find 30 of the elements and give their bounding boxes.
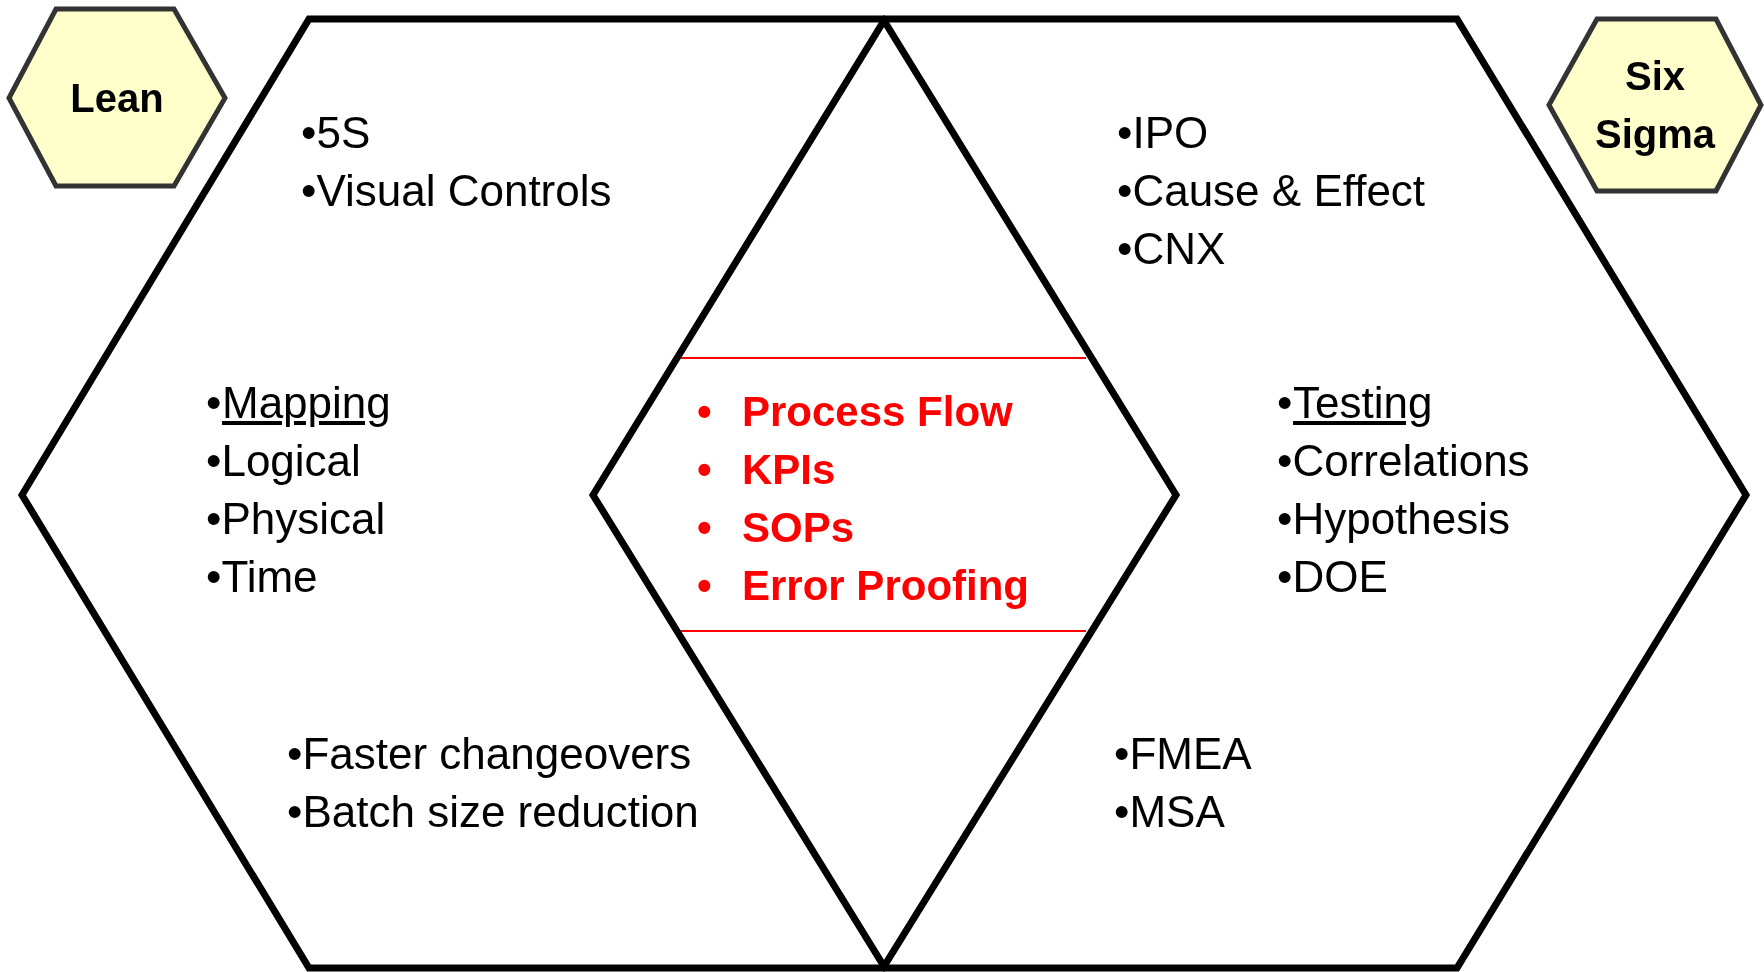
bullet-item: •Physical: [206, 493, 386, 545]
bullet-item: •: [1277, 377, 1293, 429]
bullet-item: •CNX: [1117, 223, 1226, 275]
bullet-item: •IPO: [1117, 107, 1209, 159]
bullet-item: •Batch size reduction: [287, 786, 699, 838]
bullet-item: •: [697, 445, 712, 495]
bullet-item: •Cause & Effect: [1117, 165, 1426, 217]
bullet-item: Error Proofing: [742, 561, 1029, 611]
bullet-item: •5S: [301, 107, 371, 159]
bullet-item: SOPs: [742, 503, 855, 553]
bullet-item: •Correlations: [1277, 435, 1530, 487]
bullet-item: •: [697, 503, 712, 553]
bullet-item: •Faster changeovers: [287, 728, 692, 780]
hexagon-label: Lean: [69, 75, 165, 122]
bullet-item: Mapping: [222, 377, 391, 429]
bullet-item: •: [206, 377, 222, 429]
hexagon-label: Six Sigma: [1595, 53, 1715, 158]
bullet-item: KPIs: [742, 445, 836, 495]
bullet-item: •: [697, 561, 712, 611]
bullet-item: •Time: [206, 551, 318, 603]
bullet-item: •: [697, 387, 712, 437]
bullet-item: •MSA: [1114, 786, 1225, 838]
bullet-item: Testing: [1293, 377, 1433, 429]
overlap-band: [681, 357, 1086, 632]
bullet-item: •Visual Controls: [301, 165, 612, 217]
bullet-item: Process Flow: [742, 387, 1013, 437]
bullet-item: •FMEA: [1114, 728, 1252, 780]
bullet-item: •Logical: [206, 435, 361, 487]
bullet-item: •DOE: [1277, 551, 1388, 603]
bullet-item: •Hypothesis: [1277, 493, 1511, 545]
